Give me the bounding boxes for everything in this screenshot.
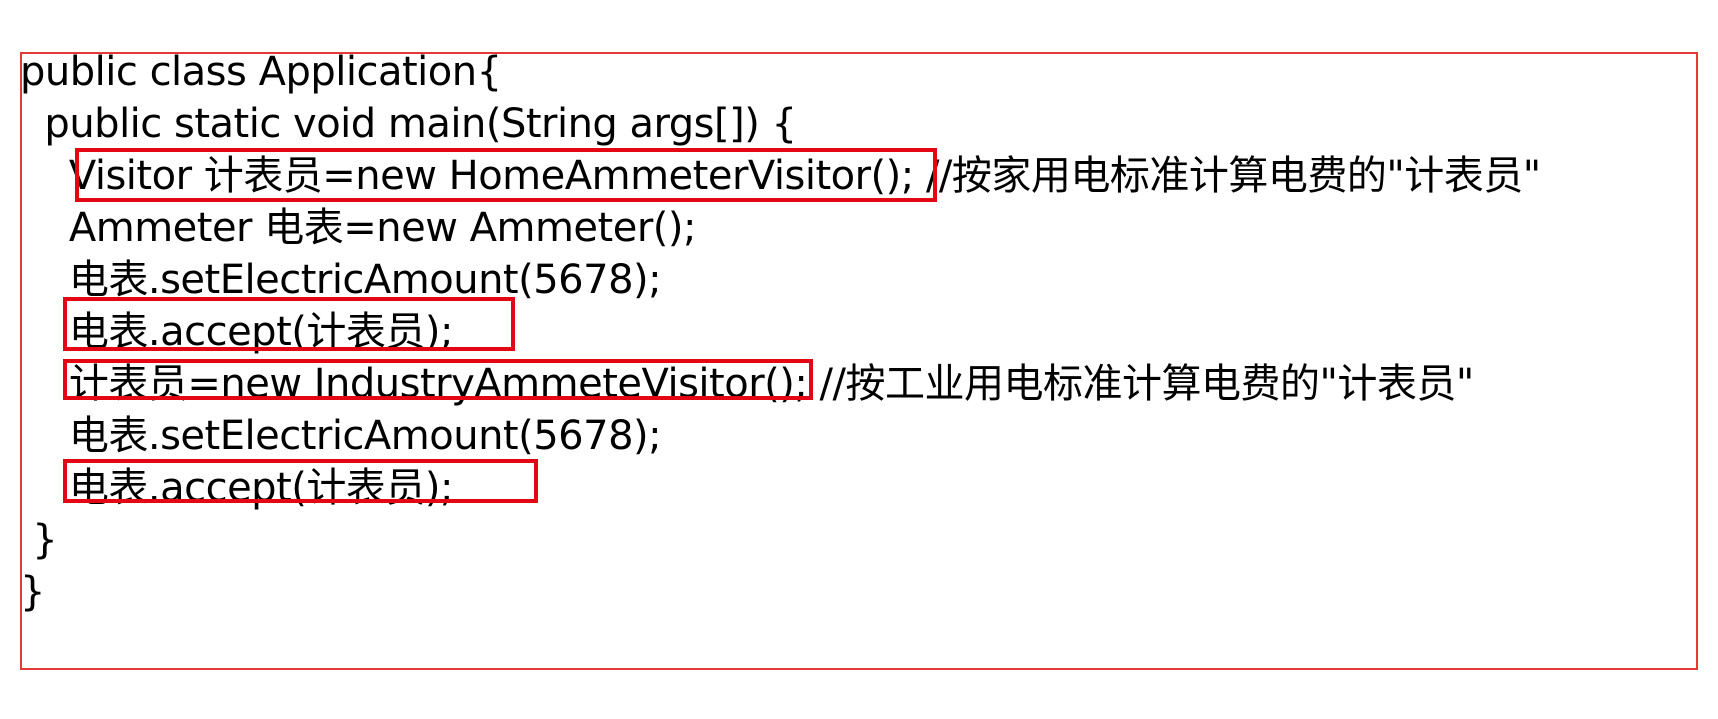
code-frame [20, 52, 1698, 670]
code-line-accept-2: 电表.accept(计表员); [20, 465, 454, 511]
code-line-set-amount-2: 电表.setElectricAmount(5678); [20, 413, 662, 459]
code-line-class-declaration: public class Application{ [20, 49, 502, 95]
highlight-accept-2 [63, 459, 538, 503]
code-line-main-method: public static void main(String args[]) { [20, 101, 797, 147]
highlight-accept-1 [63, 297, 515, 351]
code-line-method-close: } [20, 517, 58, 563]
code-line-class-close: } [20, 569, 45, 615]
highlight-visitor-init [75, 148, 937, 202]
highlight-industry-visitor [63, 359, 813, 400]
code-line-visitor-init: Visitor 计表员=new HomeAmmeterVisitor(); //… [20, 153, 1541, 199]
code-line-ammeter-init: Ammeter 电表=new Ammeter(); [20, 205, 697, 251]
code-line-set-amount-1: 电表.setElectricAmount(5678); [20, 257, 662, 303]
